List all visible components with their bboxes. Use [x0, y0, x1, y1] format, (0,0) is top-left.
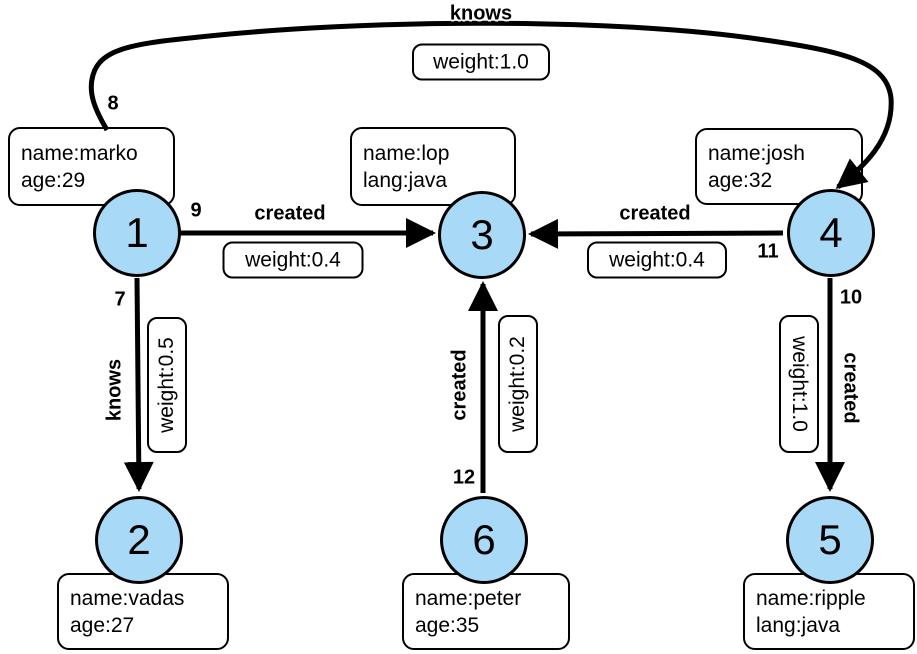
property-line: age:29: [21, 168, 86, 192]
property-line: name:marko: [21, 141, 138, 165]
edge-label-knows-8: knows: [449, 2, 513, 25]
property-box-peter: name:peter age:35: [402, 573, 570, 650]
property-box-ripple: name:ripple lang:java: [743, 573, 915, 650]
node-id-label: 3: [470, 211, 494, 258]
edge-id-8: 8: [107, 92, 119, 115]
property-line: age:32: [708, 168, 773, 192]
edge-id-11: 11: [757, 240, 779, 263]
weight-box-edge-8: weight:1.0: [412, 43, 550, 81]
edge-label-created-11: created: [619, 202, 691, 225]
edge-id-12: 12: [452, 466, 476, 489]
node-id-label: 1: [125, 209, 149, 256]
property-line: name:peter: [415, 586, 522, 610]
weight-box-edge-11: weight:0.4: [587, 241, 727, 279]
node-id-label: 5: [818, 516, 842, 563]
node-id-label: 4: [819, 209, 843, 256]
edge-line-created-11: [528, 218, 784, 249]
edge-curve-knows-8: [88, 20, 894, 189]
edge-id-10: 10: [839, 286, 863, 309]
node-id-label: 6: [472, 516, 496, 563]
property-line: name:lop: [363, 141, 450, 165]
weight-box-edge-9: weight:0.4: [222, 241, 364, 279]
property-line: name:vadas: [70, 586, 185, 610]
node-circle-6: 6: [440, 496, 528, 584]
node-id-label: 2: [127, 516, 151, 563]
property-line: name:josh: [708, 141, 805, 165]
property-line: age:35: [415, 613, 480, 637]
node-circle-3: 3: [438, 191, 526, 279]
edge-label-created-9: created: [254, 202, 326, 225]
property-line: lang:java: [756, 613, 841, 637]
property-line: lang:java: [363, 168, 448, 192]
property-line: name:ripple: [756, 586, 866, 610]
node-circle-4: 4: [787, 189, 875, 277]
property-box-vadas: name:vadas age:27: [57, 573, 229, 650]
node-circle-1: 1: [93, 189, 181, 277]
node-circle-5: 5: [786, 496, 874, 584]
property-line: age:27: [70, 613, 135, 637]
edge-id-9: 9: [190, 199, 202, 222]
edge-label-knows-7: knows: [103, 358, 126, 422]
node-circle-2: 2: [95, 496, 183, 584]
edge-label-created-12: created: [448, 349, 471, 421]
edge-line-knows-7: [123, 277, 154, 492]
edge-label-created-10: created: [839, 352, 862, 424]
edge-id-7: 7: [114, 288, 126, 311]
